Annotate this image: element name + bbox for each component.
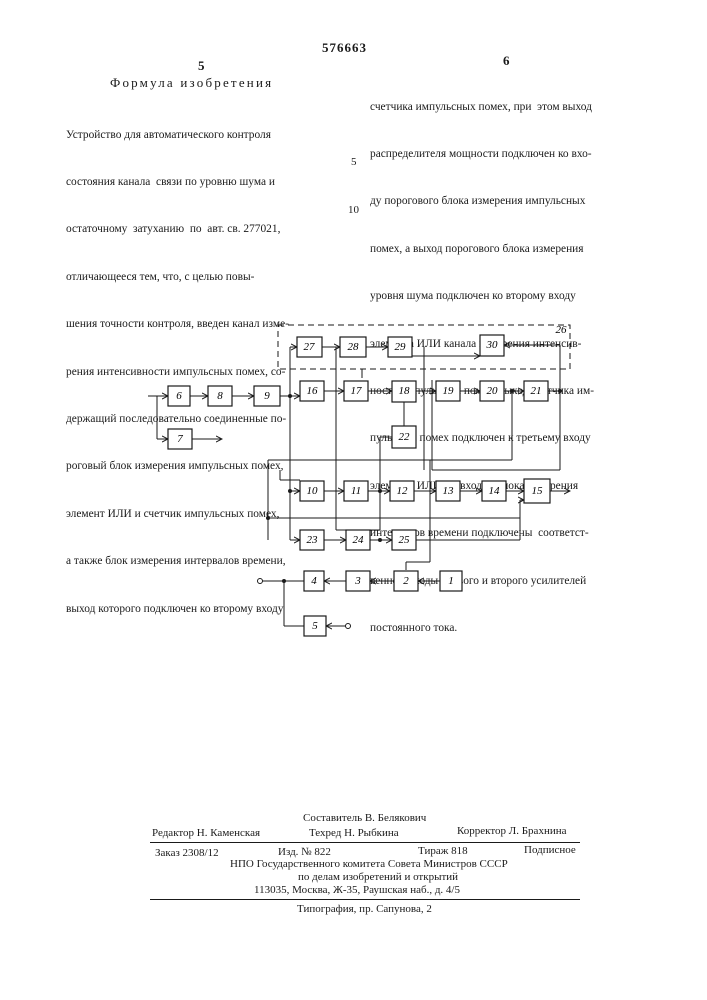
svg-text:18: 18 — [399, 385, 411, 397]
block-4: 4 — [304, 571, 324, 591]
editor: Редактор Н. Каменская — [152, 826, 260, 840]
svg-text:2: 2 — [403, 575, 409, 587]
block-diagram: 26 — [0, 0, 707, 700]
block-1: 1 — [440, 571, 462, 591]
block-2: 2 — [394, 571, 418, 591]
printing-house: Типография, пр. Сапунова, 2 — [297, 902, 432, 916]
svg-text:12: 12 — [397, 485, 409, 497]
block-29: 29 — [388, 337, 412, 357]
corrector: Корректор Л. Брахнина — [457, 824, 566, 838]
block-7: 7 — [168, 429, 192, 449]
block-23: 23 — [300, 530, 324, 550]
block-28: 28 — [340, 337, 366, 357]
svg-text:7: 7 — [177, 433, 183, 445]
block-12: 12 — [390, 481, 414, 501]
block-9: 9 — [254, 386, 280, 406]
block-13: 13 — [436, 481, 460, 501]
compiler: Составитель В. Белякович — [303, 811, 426, 825]
svg-text:30: 30 — [486, 339, 499, 351]
block-22: 22 — [392, 426, 416, 448]
block-21: 21 — [524, 381, 548, 401]
svg-text:4: 4 — [311, 575, 317, 587]
svg-text:3: 3 — [354, 575, 361, 587]
svg-text:17: 17 — [351, 385, 363, 397]
svg-text:5: 5 — [312, 620, 318, 632]
svg-text:19: 19 — [443, 385, 455, 397]
svg-text:23: 23 — [307, 534, 319, 546]
block-10: 10 — [300, 481, 324, 501]
block-15: 15 — [524, 479, 550, 503]
svg-text:14: 14 — [489, 485, 501, 497]
block-27: 27 — [297, 337, 322, 357]
block-11: 11 — [344, 481, 368, 501]
block-17: 17 — [344, 381, 368, 401]
print-run: Тираж 818 — [418, 844, 468, 858]
subscription-note: Подписное — [524, 843, 576, 857]
block-24: 24 — [346, 530, 370, 550]
svg-text:29: 29 — [395, 341, 407, 353]
divider — [150, 842, 580, 843]
svg-text:16: 16 — [307, 385, 319, 397]
address: 113035, Москва, Ж-35, Раушская наб., д. … — [254, 883, 460, 897]
block-6: 6 — [168, 386, 190, 406]
svg-text:22: 22 — [399, 431, 411, 443]
block-5: 5 — [304, 616, 326, 636]
block-30: 30 — [480, 335, 504, 356]
block-8: 8 — [208, 386, 232, 406]
svg-text:9: 9 — [264, 390, 270, 402]
svg-text:27: 27 — [304, 341, 316, 353]
svg-text:13: 13 — [443, 485, 455, 497]
svg-text:6: 6 — [176, 390, 182, 402]
svg-text:20: 20 — [487, 385, 499, 397]
organization-line-2: по делам изобретений и открытий — [298, 870, 458, 884]
block-25: 25 — [392, 530, 416, 550]
block-19: 19 — [436, 381, 460, 401]
divider — [150, 899, 580, 900]
svg-text:21: 21 — [531, 385, 542, 397]
svg-text:15: 15 — [532, 485, 544, 497]
svg-text:25: 25 — [399, 534, 411, 546]
order-number: Заказ 2308/12 — [155, 846, 219, 860]
block-20: 20 — [480, 381, 504, 401]
svg-text:10: 10 — [307, 485, 319, 497]
block-16: 16 — [300, 381, 324, 401]
organization-line-1: НПО Государственного комитета Совета Мин… — [230, 857, 508, 871]
svg-text:11: 11 — [351, 485, 361, 497]
svg-text:24: 24 — [353, 534, 365, 546]
block-18: 18 — [392, 381, 416, 402]
block-3: 3 — [346, 571, 370, 591]
svg-text:1: 1 — [448, 575, 454, 587]
svg-text:28: 28 — [348, 341, 360, 353]
block-14: 14 — [482, 481, 506, 501]
label-26: 26 — [556, 324, 568, 336]
tech-editor: Техред Н. Рыбкина — [309, 826, 399, 840]
svg-text:8: 8 — [217, 390, 223, 402]
